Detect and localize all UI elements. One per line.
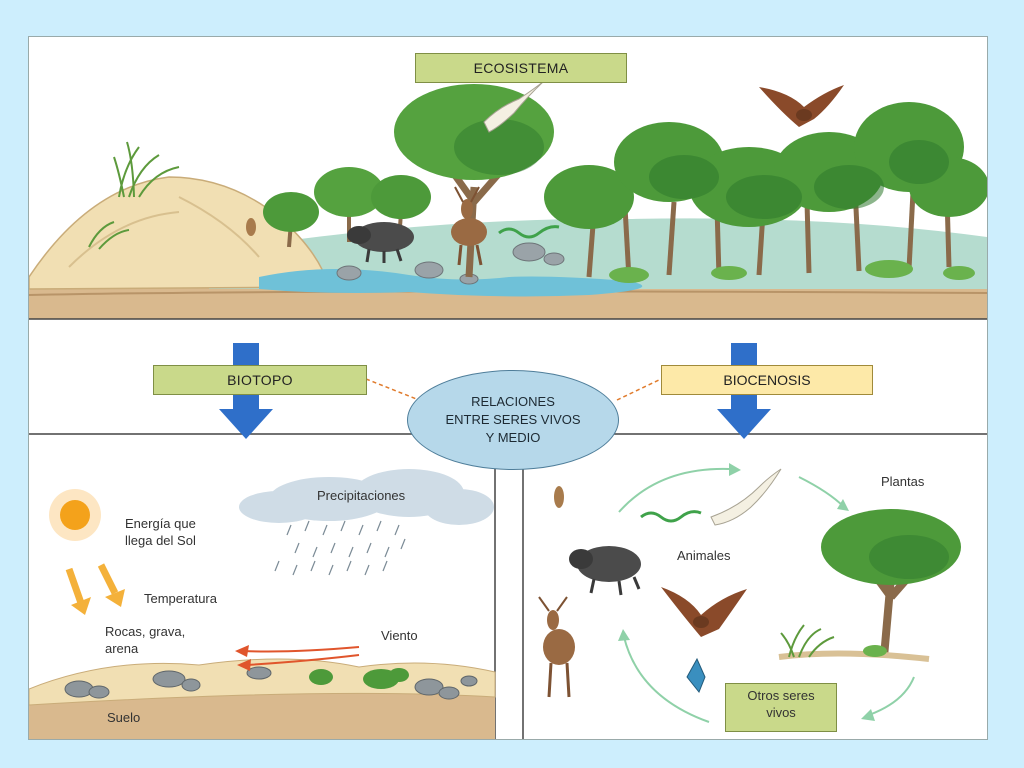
viento-label: Viento	[381, 628, 418, 643]
grass-icon	[780, 624, 835, 658]
kingfisher-icon	[686, 657, 706, 693]
biocenosis-label: BIOCENOSIS	[661, 365, 873, 395]
suelo-label: Suelo	[107, 710, 141, 725]
eagle-icon	[759, 85, 844, 127]
snake-icon	[498, 225, 560, 239]
ecosistema-label: ECOSISTEMA	[415, 53, 627, 83]
animales-label: Animales	[677, 548, 731, 563]
tree-icon	[778, 509, 961, 662]
temperatura-label: Temperatura	[144, 591, 217, 606]
cycle-arrows	[618, 467, 915, 723]
forest	[263, 84, 987, 283]
biocenosis-scene	[538, 463, 961, 723]
relaciones-text: RELACIONES ENTRE SERES VIVOS Y MEDIO	[445, 394, 581, 445]
energia-label: Energía que llega del Sol	[125, 516, 196, 548]
rocas-label: Rocas, grava, arena	[105, 624, 186, 656]
snake-icon	[640, 510, 702, 523]
grass-icon	[88, 141, 180, 250]
rain-cloud-icon	[239, 469, 494, 576]
relaciones-ellipse: RELACIONES ENTRE SERES VIVOS Y MEDIO	[407, 370, 619, 470]
biotopo-scene	[29, 469, 496, 739]
rocks-icon	[336, 242, 565, 285]
sun-icon	[49, 489, 101, 541]
boar-icon	[569, 546, 641, 596]
illustration-layer	[29, 80, 987, 739]
plantas-label: Plantas	[881, 474, 925, 489]
ecosystem-scene	[29, 80, 987, 319]
sun-ray-arrow-icon	[65, 563, 125, 615]
biotopo-label: BIOTOPO	[153, 365, 367, 395]
eagle-icon	[661, 587, 747, 637]
deer-icon	[538, 596, 575, 698]
diagram-panel: ECOSISTEMA BIOTOPO BIOCENOSIS RELACIONES…	[28, 36, 988, 740]
boar-icon	[347, 222, 414, 263]
bird-icon	[710, 468, 782, 526]
otros-seres-vivos-label: Otros seres vivos	[725, 683, 837, 732]
precipitaciones-label: Precipitaciones	[317, 488, 406, 503]
wind-arrow-icon	[243, 646, 360, 666]
bird-icon	[246, 218, 256, 236]
dune-hill	[29, 176, 330, 290]
deer-icon	[451, 186, 487, 266]
bird-icon	[554, 486, 564, 508]
